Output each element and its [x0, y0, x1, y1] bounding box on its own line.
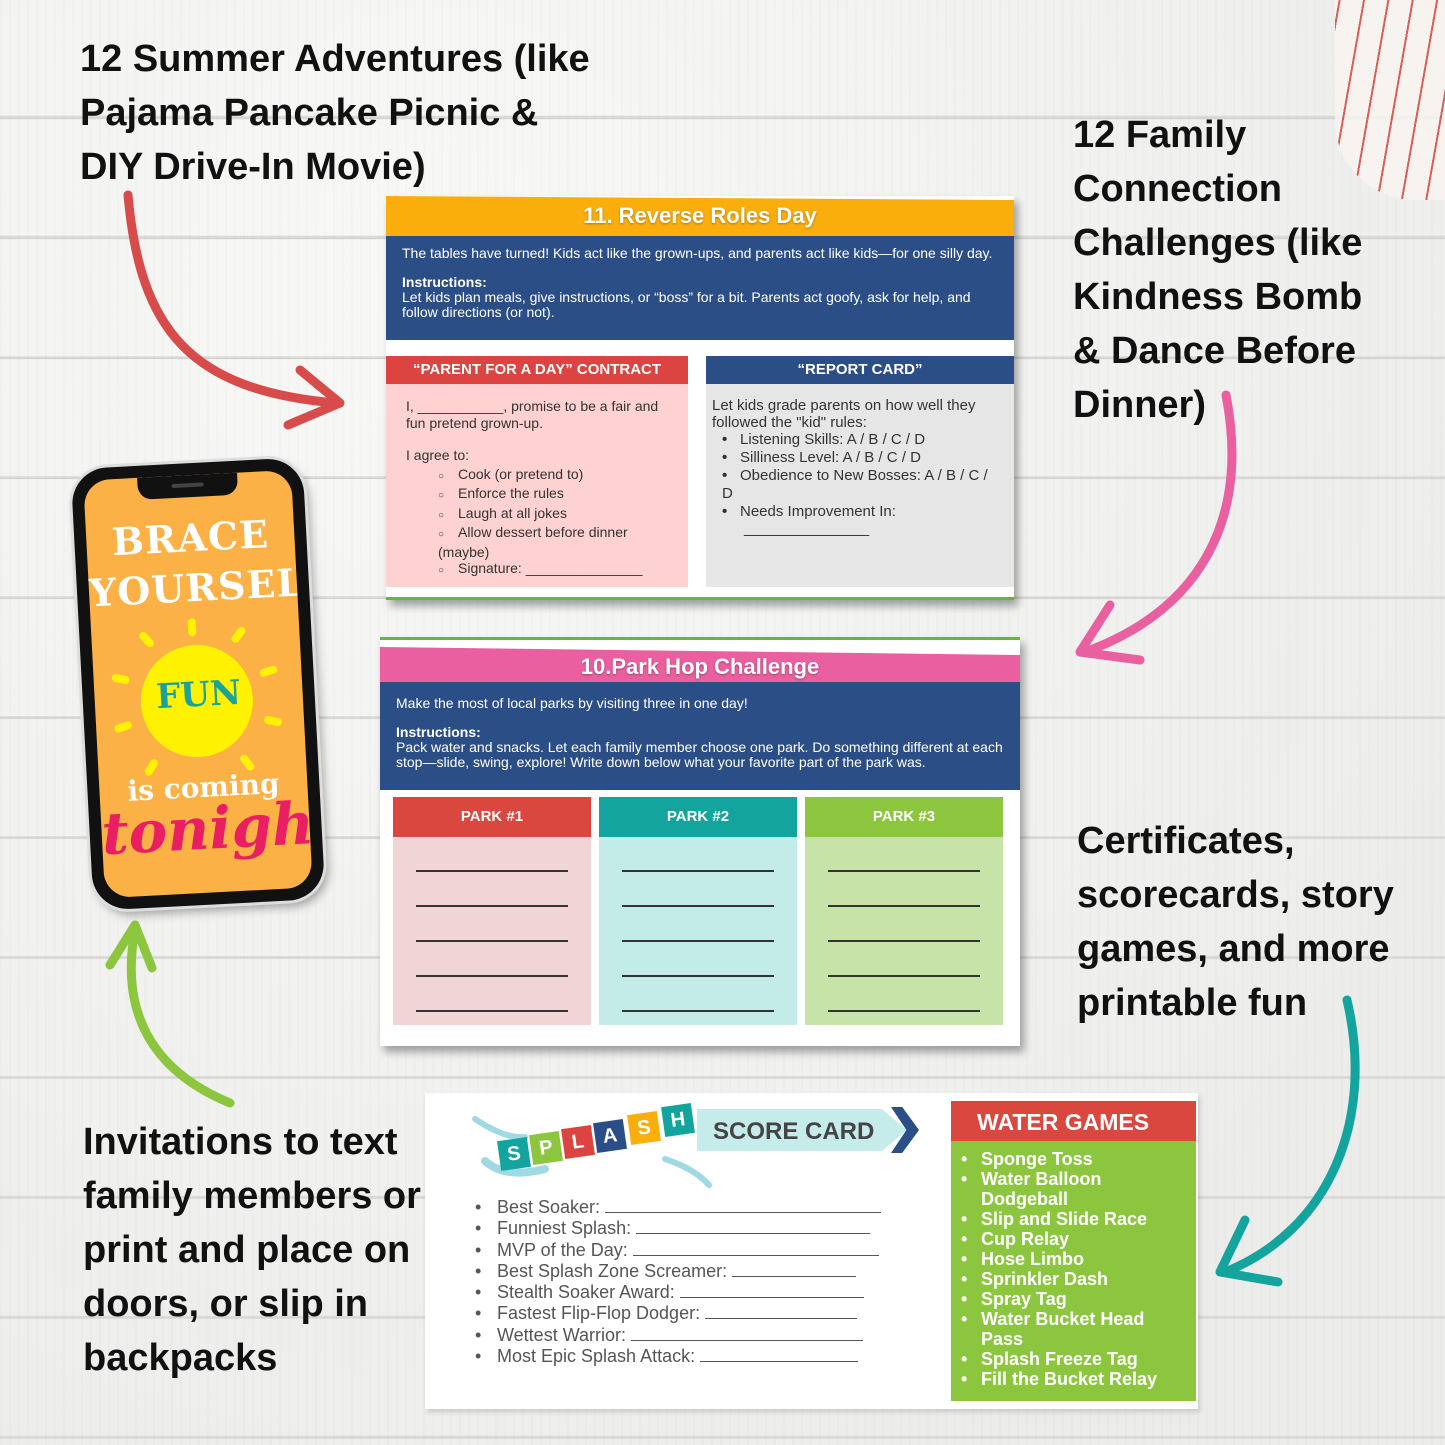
pink-arrow — [1080, 390, 1237, 657]
red-arrow-head — [283, 365, 345, 430]
caption-certificates: Certificates, scorecards, story games, a… — [1077, 820, 1394, 1024]
list-item: Hose Limbo — [961, 1249, 1188, 1269]
list-item: Best Soaker: — [475, 1197, 882, 1218]
improvement-line: _______________ — [744, 520, 870, 537]
splash-letter: A — [593, 1119, 627, 1153]
park-hop-card: 10.Park Hop Challenge Make the most of l… — [380, 637, 1020, 1046]
park-heading: PARK #2 — [599, 797, 797, 837]
card-title: 10.Park Hop Challenge — [380, 647, 1020, 687]
red-arrow — [123, 190, 340, 408]
list-item: Most Epic Splash Attack: — [475, 1346, 881, 1367]
agree-label: I agree to: — [406, 447, 470, 463]
list-item: Laugh at all jokes — [438, 505, 668, 525]
list-item: Water Balloon Dodgeball — [961, 1169, 1188, 1209]
report-list: Listening Skills: A / B / C / D Sillines… — [722, 431, 994, 521]
invite-headline: BRACE YOURSELF — [87, 511, 313, 616]
instructions-label: Instructions: — [396, 724, 481, 740]
list-item: Funniest Splash: — [475, 1218, 881, 1239]
list-item: Needs Improvement In: — [722, 503, 994, 521]
contract-heading: “PARENT FOR A DAY” CONTRACT — [386, 356, 688, 384]
list-item: Water Bucket Head Pass — [961, 1309, 1188, 1349]
card-description: Make the most of local parks by visiting… — [380, 682, 1020, 790]
list-item: Spray Tag — [961, 1289, 1188, 1309]
water-games-heading: WATER GAMES — [951, 1101, 1196, 1141]
splash-letter: H — [661, 1103, 695, 1137]
phone-mockup: BRACE YOURSELF FUN is coming tonight — [70, 457, 326, 911]
phone-notch — [137, 472, 239, 500]
list-item: Best Splash Zone Screamer: — [475, 1261, 881, 1282]
list-item: Silliness Level: A / B / C / D — [722, 449, 994, 467]
instructions-label: Instructions: — [402, 274, 487, 290]
water-games-list: Sponge Toss Water Balloon Dodgeball Slip… — [951, 1141, 1196, 1389]
scorecard-banner: SCORE CARD — [697, 1109, 907, 1151]
list-item: Slip and Slide Race — [961, 1209, 1188, 1229]
teal-arrow — [1220, 995, 1360, 1277]
green-arrow-head — [105, 920, 157, 973]
card-intro: Make the most of local parks by visiting… — [396, 695, 748, 711]
park-column-2: PARK #2 — [599, 797, 797, 1025]
green-arrow — [126, 925, 235, 1108]
splash-letter: S — [627, 1111, 661, 1145]
park-heading: PARK #1 — [393, 797, 591, 837]
splash-letter: P — [529, 1131, 563, 1165]
list-item: Cook (or pretend to) — [438, 466, 668, 486]
list-item: Cup Relay — [961, 1229, 1188, 1249]
list-item: Fastest Flip-Flop Dodger: — [475, 1303, 881, 1324]
contract-box: “PARENT FOR A DAY” CONTRACT I, _________… — [386, 356, 688, 587]
contract-line: I, ___________, promise to be a fair and… — [406, 398, 659, 431]
park-column-3: PARK #3 — [805, 797, 1003, 1025]
splash-letter: S — [497, 1137, 531, 1171]
caption-family-challenges: 12 Family Connection Challenges (like Ki… — [1073, 114, 1363, 426]
agree-list: Cook (or pretend to) Enforce the rules L… — [438, 466, 668, 580]
reverse-roles-card: 11. Reverse Roles Day The tables have tu… — [386, 196, 1014, 600]
list-item: Sponge Toss — [961, 1149, 1188, 1169]
list-item: Splash Freeze Tag — [961, 1349, 1188, 1369]
list-item: Listening Skills: A / B / C / D — [722, 431, 994, 449]
phone-screen: BRACE YOURSELF FUN is coming tonight — [83, 469, 313, 899]
list-item: Signature: _______________ — [438, 560, 668, 580]
list-item: Fill the Bucket Relay — [961, 1369, 1188, 1389]
divider — [380, 637, 1020, 640]
card-title: 11. Reverse Roles Day — [386, 196, 1014, 236]
report-heading: “REPORT CARD” — [706, 356, 1014, 384]
scorecard-label: SCORE CARD — [713, 1118, 875, 1145]
splash-scorecard: S P L A S H SCORE CARD Best Soaker: Funn… — [425, 1093, 1198, 1409]
list-item: Sprinkler Dash — [961, 1269, 1188, 1289]
list-item: Allow dessert before dinner (maybe) — [438, 524, 668, 560]
pink-arrow-head — [1075, 600, 1145, 665]
list-item: MVP of the Day: — [475, 1240, 881, 1261]
report-card-box: “REPORT CARD” Let kids grade parents on … — [706, 356, 1014, 587]
list-item: Stealth Soaker Award: — [475, 1282, 881, 1303]
award-list: Best Soaker: Funniest Splash: MVP of the… — [475, 1197, 882, 1367]
list-item: Enforce the rules — [438, 485, 668, 505]
report-intro: Let kids grade parents on how well they … — [712, 397, 976, 431]
divider — [386, 597, 1014, 600]
splash-letter: L — [561, 1125, 595, 1159]
park-column-1: PARK #1 — [393, 797, 591, 1025]
instructions-text: Pack water and snacks. Let each family m… — [396, 739, 1003, 770]
card-description: The tables have turned! Kids act like th… — [386, 236, 1014, 340]
tonight-text: tonight — [99, 787, 313, 869]
teal-arrow-head — [1215, 1215, 1283, 1287]
caption-summer-adventures: 12 Summer Adventures (like Pajama Pancak… — [80, 38, 590, 188]
list-item: Obedience to New Bosses: A / B / C / D — [722, 467, 994, 503]
water-games-box: WATER GAMES Sponge Toss Water Balloon Do… — [951, 1101, 1196, 1401]
caption-invitations: Invitations to text family members or pr… — [83, 1121, 421, 1379]
instructions-text: Let kids plan meals, give instructions, … — [402, 289, 971, 320]
park-heading: PARK #3 — [805, 797, 1003, 837]
list-item: Wettest Warrior: — [475, 1325, 881, 1346]
card-intro: The tables have turned! Kids act like th… — [402, 245, 993, 261]
striped-towel — [1335, 0, 1445, 200]
